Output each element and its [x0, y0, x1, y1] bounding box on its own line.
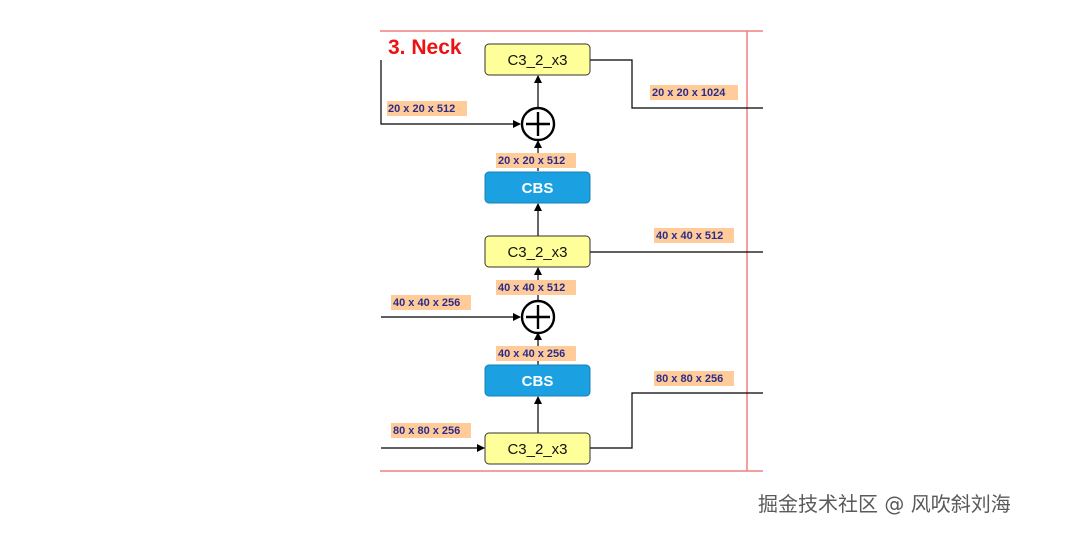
cbs-block-top: CBS: [484, 171, 591, 204]
c3-block-top: C3_2_x3: [484, 43, 591, 76]
cbs-block-bottom: CBS: [484, 364, 591, 397]
dim-label-text: 40 x 40 x 256: [498, 348, 565, 360]
dim-label-left-in-bottom: 80 x 80 x 256: [391, 423, 471, 438]
dim-label-text: 40 x 40 x 512: [656, 230, 723, 242]
c3-block-mid: C3_2_x3: [484, 235, 591, 268]
dim-label-text: 20 x 20 x 512: [498, 155, 565, 167]
cbs-block-bottom-label: CBS: [522, 373, 554, 390]
dim-label-c3-mid-out: 40 x 40 x 512: [496, 280, 576, 295]
c3-block-bottom: C3_2_x3: [484, 432, 591, 465]
dim-label-out-bottom: 80 x 80 x 256: [654, 371, 734, 386]
edge-input-top: [380, 60, 521, 128]
dim-label-text: 40 x 40 x 512: [498, 282, 565, 294]
dim-label-cbs-bottom-out: 40 x 40 x 256: [496, 346, 576, 361]
c3-block-bottom-label: C3_2_x3: [507, 441, 567, 458]
concat-plus-icon-top: [520, 106, 556, 142]
watermark: 掘金技术社区 @ 风吹斜刘海: [758, 492, 1011, 516]
concat-plus-icon-bottom: [520, 299, 556, 335]
edge-output-top: [590, 59, 763, 109]
dim-label-text: 80 x 80 x 256: [393, 425, 460, 437]
dim-label-text: 80 x 80 x 256: [656, 373, 723, 385]
dim-label-out-top: 20 x 20 x 1024: [650, 85, 738, 100]
dim-label-text: 40 x 40 x 256: [393, 297, 460, 309]
cbs-block-top-label: CBS: [522, 180, 554, 197]
c3-block-top-label: C3_2_x3: [507, 52, 567, 69]
c3-block-mid-label: C3_2_x3: [507, 244, 567, 261]
section-title: 3. Neck: [388, 36, 462, 59]
dim-label-left-in-top: 20 x 20 x 512: [387, 101, 467, 116]
neck-frame: [380, 30, 763, 472]
dim-label-left-in-mid: 40 x 40 x 256: [391, 295, 471, 310]
dim-label-cbs-top-out: 20 x 20 x 512: [496, 153, 576, 168]
edge-output-bottom: [590, 392, 763, 449]
dim-label-text: 20 x 20 x 512: [388, 103, 455, 115]
dim-label-out-mid: 40 x 40 x 512: [654, 228, 734, 243]
dim-label-text: 20 x 20 x 1024: [652, 87, 726, 99]
